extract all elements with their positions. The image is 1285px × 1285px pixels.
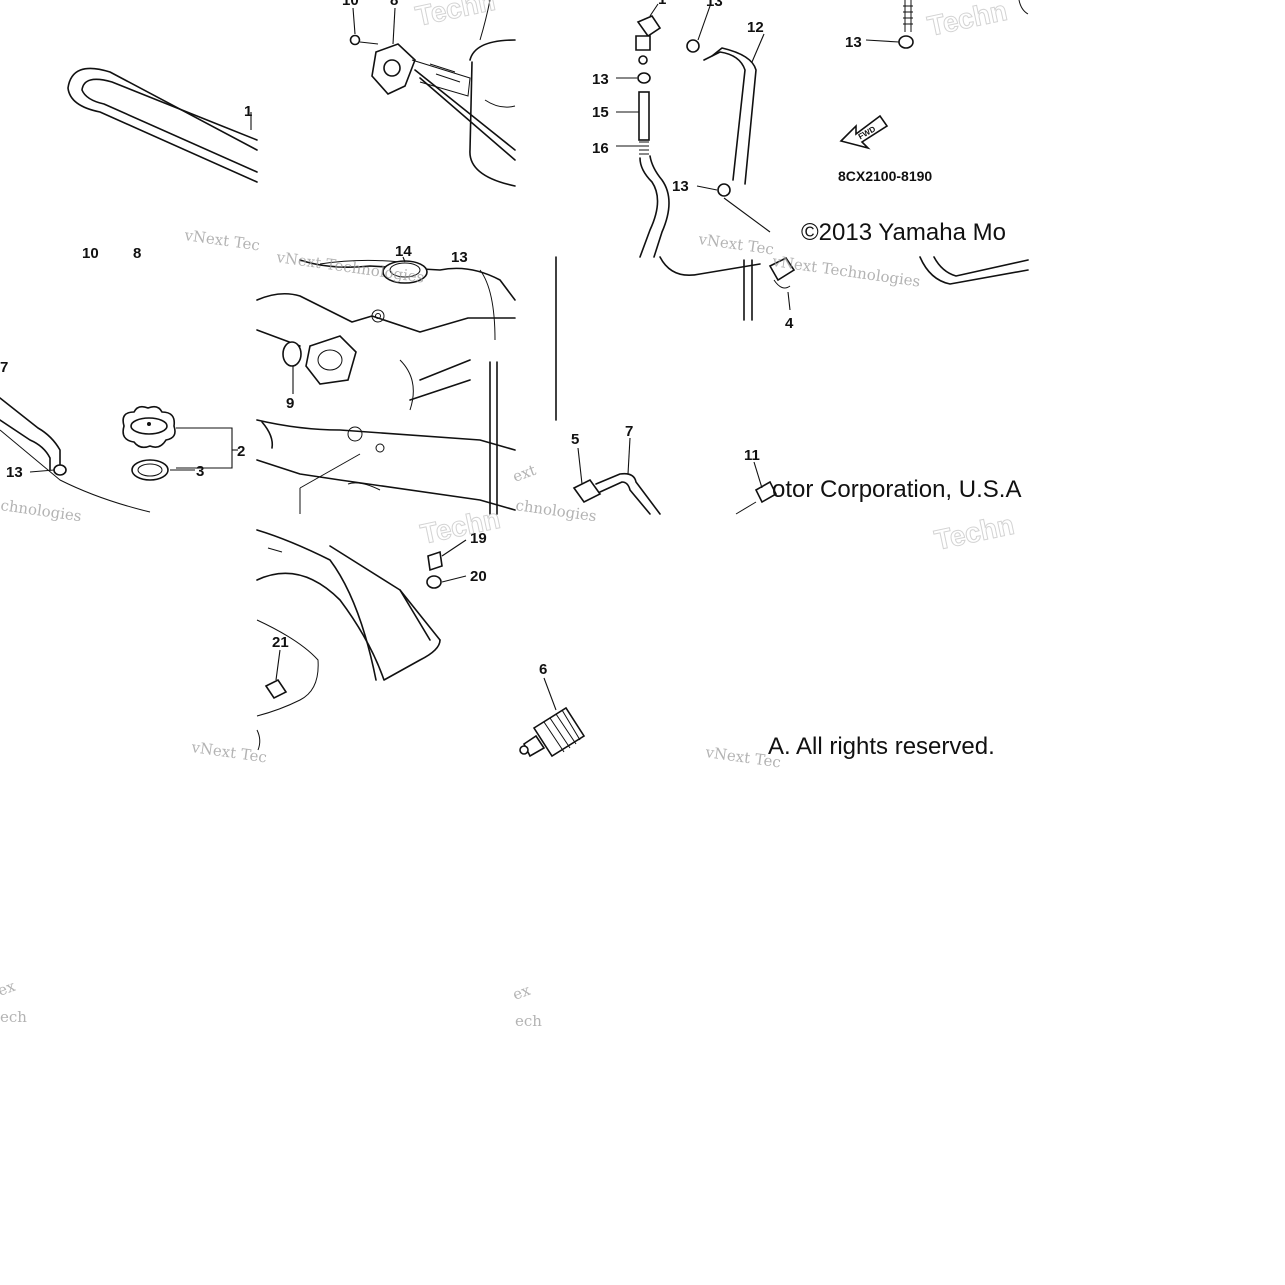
watermark-techn-2: Techn [925, 0, 1010, 42]
fuel-sender-plate-icon [305, 335, 357, 385]
sender-gasket-icon [282, 341, 302, 367]
callout-7: 7 [625, 423, 633, 440]
fuel-cock-tile: 4 5 7 11 otor Corporation, U.S.A [555, 256, 1029, 515]
watermark-chnologies-1: chnologies [0, 496, 83, 525]
nut-icon [427, 550, 443, 572]
callout-15: 15 [592, 104, 609, 121]
callout-3: 3 [196, 463, 204, 480]
fuel-cap-icon [122, 405, 176, 449]
fuel-filter-tile: 6 A. All rights reserved. [519, 661, 995, 760]
watermark-ext-1: ext [510, 461, 538, 486]
watermark-vnext-full-2: vNext Technologies [770, 252, 921, 291]
fwd-arrow-icon: FWD [839, 114, 889, 150]
hose-assembly-tile: 1 13 12 13 15 16 13 13 FWD 8CX2100-8190 … [592, 0, 1029, 258]
watermark-techn-4: Techn [932, 509, 1017, 556]
callout-11: 11 [744, 447, 760, 464]
tank-top-tile: 10 8 [342, 0, 516, 187]
watermark-vnext-2: vNext Tec [696, 230, 775, 259]
callout-13-top: 13 [706, 0, 723, 10]
fuel-cap-tile: 10 8 7 2 3 13 [0, 245, 245, 513]
watermark-ex-1: ex [0, 977, 18, 1000]
callout-8-top: 8 [390, 0, 398, 9]
callout-20: 20 [470, 568, 487, 585]
watermark-ech-1: ech [0, 1008, 27, 1026]
callout-10-top: 10 [342, 0, 359, 9]
copyright-text-2: otor Corporation, U.S.A [772, 476, 1021, 503]
fuel-joint-icon [572, 478, 602, 504]
watermark-techn-1: Techn [413, 0, 498, 32]
fuel-tank-tile: 14 13 9 [256, 243, 516, 515]
copyright-text-1: ©2013 Yamaha Mo [801, 219, 1006, 246]
document-code: 8CX2100-8190 [838, 168, 932, 184]
watermark-vnext-1: vNext Tec [182, 226, 261, 255]
tank-bracket-tile: 21 19 20 [256, 529, 487, 751]
callout-13-right: 13 [845, 34, 862, 51]
callout-13-left: 13 [6, 464, 23, 481]
watermark-ex-2: ex [510, 981, 533, 1004]
washer-icon [426, 575, 442, 589]
callout-6: 6 [539, 661, 547, 678]
callout-13-mid: 13 [451, 249, 468, 266]
watermark-vnext-3: vNext Tec [189, 738, 268, 767]
callout-13-b: 13 [672, 178, 689, 195]
callout-12: 12 [747, 19, 764, 36]
callout-7-left: 7 [0, 359, 8, 376]
svg-text:1: 1 [244, 103, 252, 120]
callout-21: 21 [272, 634, 289, 651]
callout-8-mid: 8 [133, 245, 141, 262]
callout-4: 4 [785, 315, 794, 332]
callout-10-mid: 10 [82, 245, 99, 262]
callout-9: 9 [286, 395, 294, 412]
callout-13-a: 13 [592, 71, 609, 88]
fuel-filter-icon [519, 706, 586, 758]
callout-14: 14 [395, 243, 412, 260]
callout-5: 5 [571, 431, 579, 448]
callout-2: 2 [237, 443, 245, 460]
callout-16: 16 [592, 140, 609, 157]
watermark-techn-3: Techn [418, 503, 503, 550]
cap-gasket-icon [131, 459, 169, 481]
hose-loop-tile: 1 [67, 67, 258, 183]
watermark-ech-2: ech [515, 1012, 542, 1030]
copyright-text-3: A. All rights reserved. [768, 733, 995, 760]
callout-1-top: 1 [658, 0, 666, 8]
callout-19: 19 [470, 530, 487, 547]
